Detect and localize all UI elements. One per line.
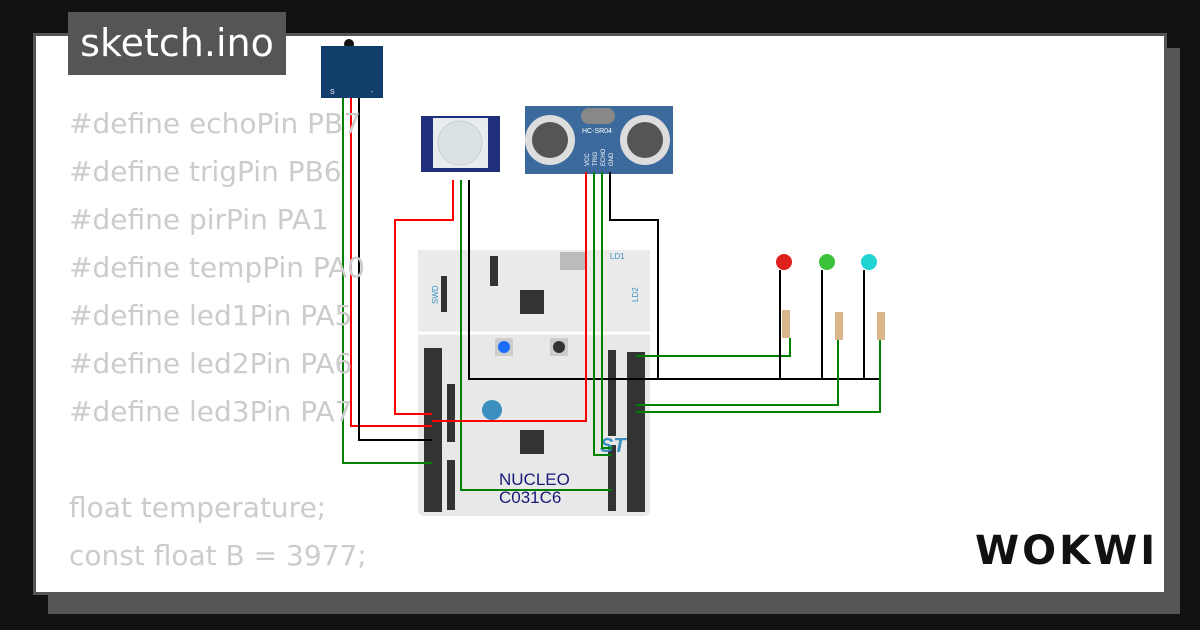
pin-echo: ECHO: [601, 148, 607, 166]
ntc-temperature-sensor: S -: [321, 39, 383, 98]
pin-gnd: GND: [609, 152, 615, 166]
pin-vcc: VCC: [585, 153, 591, 166]
code-line: const float B = 3977;: [69, 539, 367, 572]
pir-motion-sensor: + D −: [421, 116, 500, 182]
code-line: [69, 436, 385, 484]
svg-text:ST: ST: [600, 435, 627, 457]
swd-label: SWD: [431, 285, 440, 304]
ultrasonic-label: HC-SR04: [582, 128, 612, 135]
code-line: const float R = 10000;: [69, 580, 385, 592]
code-line: #define led2Pin PA6: [69, 347, 353, 380]
wokwi-logo: WOKWI: [975, 528, 1159, 574]
code-line: float temperature;: [69, 491, 327, 524]
pir-pins: + D −: [449, 175, 466, 182]
code-preview: #define echoPin PB7 #define trigPin PB6 …: [69, 100, 385, 592]
code-area: #define echoPin PB7 #define trigPin PB6 …: [36, 36, 1164, 592]
ld2-label: LD2: [631, 287, 640, 302]
led-red: [776, 254, 792, 338]
board-model: C031C6: [499, 488, 561, 507]
code-line: #define led3Pin PA7: [69, 395, 353, 428]
nucleo-board: ST NUCLEO C031C6 LD1 LD2 SWD: [418, 250, 650, 516]
ultrasonic-sensor: HC-SR04 VCC TRIG ECHO GND: [525, 106, 673, 174]
temp-pin-s: S: [330, 89, 335, 96]
temp-pin-minus: -: [371, 89, 374, 96]
pin-trig: TRIG: [593, 151, 599, 166]
file-tab[interactable]: sketch.ino: [68, 12, 286, 75]
code-line: #define led1Pin PA5: [69, 299, 353, 332]
code-line: #define pirPin PA1: [69, 203, 329, 236]
code-line: #define tempPin PA0: [69, 251, 365, 284]
code-line: #define echoPin PB7: [69, 107, 362, 140]
led-cyan: [861, 254, 885, 340]
wires: [342, 98, 881, 491]
board-name: NUCLEO: [499, 470, 570, 489]
code-line: #define trigPin PB6: [69, 155, 342, 188]
led-green: [819, 254, 843, 340]
ld1-label: LD1: [610, 252, 625, 261]
